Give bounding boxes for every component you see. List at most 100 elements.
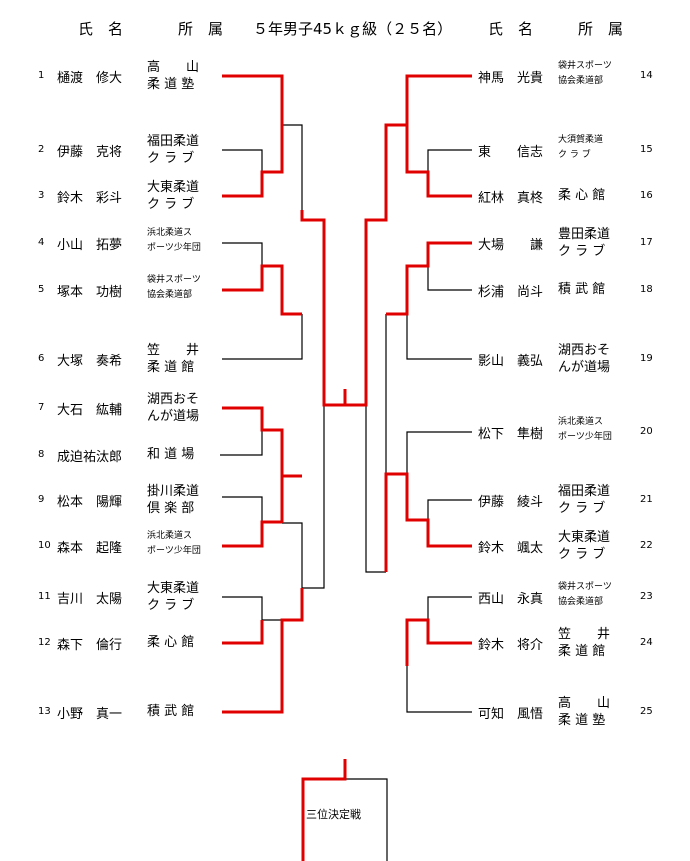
player-number: 25	[640, 706, 653, 717]
player-affiliation: 和 道 場	[147, 446, 194, 463]
player-name: 鈴木 彩斗	[57, 191, 123, 206]
player-affiliation: 笠 井柔 道 館	[147, 342, 199, 376]
winner-line	[222, 520, 282, 548]
affiliation-line-1: 福田柔道	[147, 134, 200, 149]
affiliation-line-2: んが道場	[147, 409, 200, 424]
affiliation-line-2: ポーツ少年団	[558, 432, 612, 442]
affiliation-line-1: 浜北柔道ス	[147, 228, 193, 238]
bracket-line	[427, 499, 472, 520]
third-place-winner-line	[301, 759, 347, 861]
bracket-line	[222, 314, 303, 360]
affiliation-line-2: 柔 道 館	[558, 644, 606, 659]
affiliation-line-1: 積 武 館	[558, 282, 606, 297]
winner-line	[300, 210, 347, 407]
winner-line	[405, 618, 472, 666]
player-name: 影山 義弘	[478, 354, 544, 369]
affiliation-line-1: 浜北柔道ス	[147, 531, 193, 541]
winner-line	[222, 620, 264, 645]
affiliation-line-1: 豊田柔道	[558, 227, 611, 242]
affiliation-line-2: ク ラ ブ	[558, 244, 606, 259]
affiliation-line-1: 大須賀柔道	[558, 135, 604, 145]
affiliation-line-2: ク ラ ブ	[147, 151, 195, 166]
player-name: 大石 紘輔	[57, 403, 123, 418]
player-number: 6	[38, 353, 45, 364]
player-number: 13	[38, 706, 51, 717]
player-name: 鈴木 将介	[478, 638, 544, 653]
player-affiliation: 浜北柔道スポーツ少年団	[147, 529, 201, 559]
winner-line	[345, 123, 407, 407]
affiliation-line-1: 大東柔道	[147, 180, 200, 195]
player-number: 22	[640, 540, 653, 551]
right-name-header: 氏 名	[488, 20, 534, 38]
winner-line	[386, 241, 472, 316]
player-name: 大場 謙	[478, 238, 544, 253]
player-name: 松下 隼樹	[478, 427, 544, 442]
player-number: 10	[38, 540, 51, 551]
player-number: 9	[38, 494, 45, 505]
player-name: 松本 陽輝	[57, 495, 123, 510]
bracket-line	[222, 496, 263, 522]
affiliation-line-1: 高 山	[147, 60, 200, 75]
player-affiliation: 高 山柔 道 塾	[147, 59, 199, 93]
player-name: 樋渡 修大	[57, 71, 123, 86]
affiliation-line-2: 柔 道 塾	[558, 713, 606, 728]
player-affiliation: 柔 心 館	[147, 634, 194, 651]
bracket-line	[262, 619, 283, 665]
left-name-header: 氏 名	[78, 20, 124, 38]
player-number: 16	[640, 190, 653, 201]
bracket-line	[282, 124, 303, 210]
winner-line	[384, 472, 472, 572]
bracket-line	[302, 405, 325, 589]
player-affiliation: 浜北柔道スポーツ少年団	[147, 226, 201, 256]
player-name: 東 信志	[478, 145, 544, 160]
player-number: 24	[640, 637, 653, 648]
player-number: 4	[38, 237, 45, 248]
winner-line	[405, 125, 472, 198]
player-name: 杉浦 尚斗	[478, 285, 544, 300]
bracket-line	[222, 242, 263, 266]
player-affiliation: 笠 井柔 道 館	[558, 626, 610, 660]
bracket-line	[427, 596, 472, 620]
affiliation-line-2: 柔 道 塾	[147, 77, 195, 92]
bracket-line	[222, 596, 263, 620]
player-affiliation: 掛川柔道倶 楽 部	[147, 483, 199, 517]
player-number: 12	[38, 637, 51, 648]
winner-line	[222, 264, 302, 316]
player-affiliation: 大東柔道ク ラ ブ	[147, 179, 199, 213]
affiliation-line-2: んが道場	[558, 360, 611, 375]
affiliation-line-1: 袋井スポーツ	[558, 582, 612, 592]
affiliation-line-2: 柔 道 館	[147, 360, 195, 375]
player-name: 神馬 光貴	[478, 71, 544, 86]
winner-line	[405, 74, 472, 125]
affiliation-line-2: ク ラ ブ	[558, 547, 606, 562]
affiliation-line-1: 袋井スポーツ	[147, 275, 201, 285]
player-affiliation: 浜北柔道スポーツ少年団	[558, 415, 612, 445]
affiliation-line-1: 和 道 場	[147, 447, 195, 462]
winner-line	[222, 406, 302, 478]
player-number: 19	[640, 353, 653, 364]
player-affiliation: 柔 心 館	[558, 187, 605, 204]
player-number: 17	[640, 237, 653, 248]
player-affiliation: 積 武 館	[558, 281, 605, 298]
player-affiliation: 袋井スポーツ協会柔道部	[558, 580, 612, 610]
bracket-line	[220, 430, 263, 456]
player-affiliation: 湖西おそんが道場	[147, 391, 199, 425]
player-number: 11	[38, 591, 51, 602]
player-name: 森下 倫行	[57, 638, 123, 653]
affiliation-line-1: 大東柔道	[147, 581, 200, 596]
bracket-line	[282, 522, 303, 588]
right-aff-header: 所 属	[578, 20, 624, 38]
winner-line	[280, 588, 304, 665]
affiliation-line-2: ポーツ少年団	[147, 546, 201, 556]
player-number: 8	[38, 449, 45, 460]
player-name: 吉川 太陽	[57, 592, 123, 607]
player-name: 可知 風悟	[478, 707, 544, 722]
affiliation-line-1: 掛川柔道	[147, 484, 200, 499]
player-affiliation: 福田柔道ク ラ ブ	[558, 483, 610, 517]
player-name: 成迫祐汰郎	[57, 450, 123, 465]
affiliation-line-1: 柔 心 館	[147, 635, 195, 650]
affiliation-line-2: ク ラ ブ	[558, 150, 591, 160]
affiliation-line-1: 柔 心 館	[558, 188, 606, 203]
affiliation-line-1: 笠 井	[558, 627, 611, 642]
